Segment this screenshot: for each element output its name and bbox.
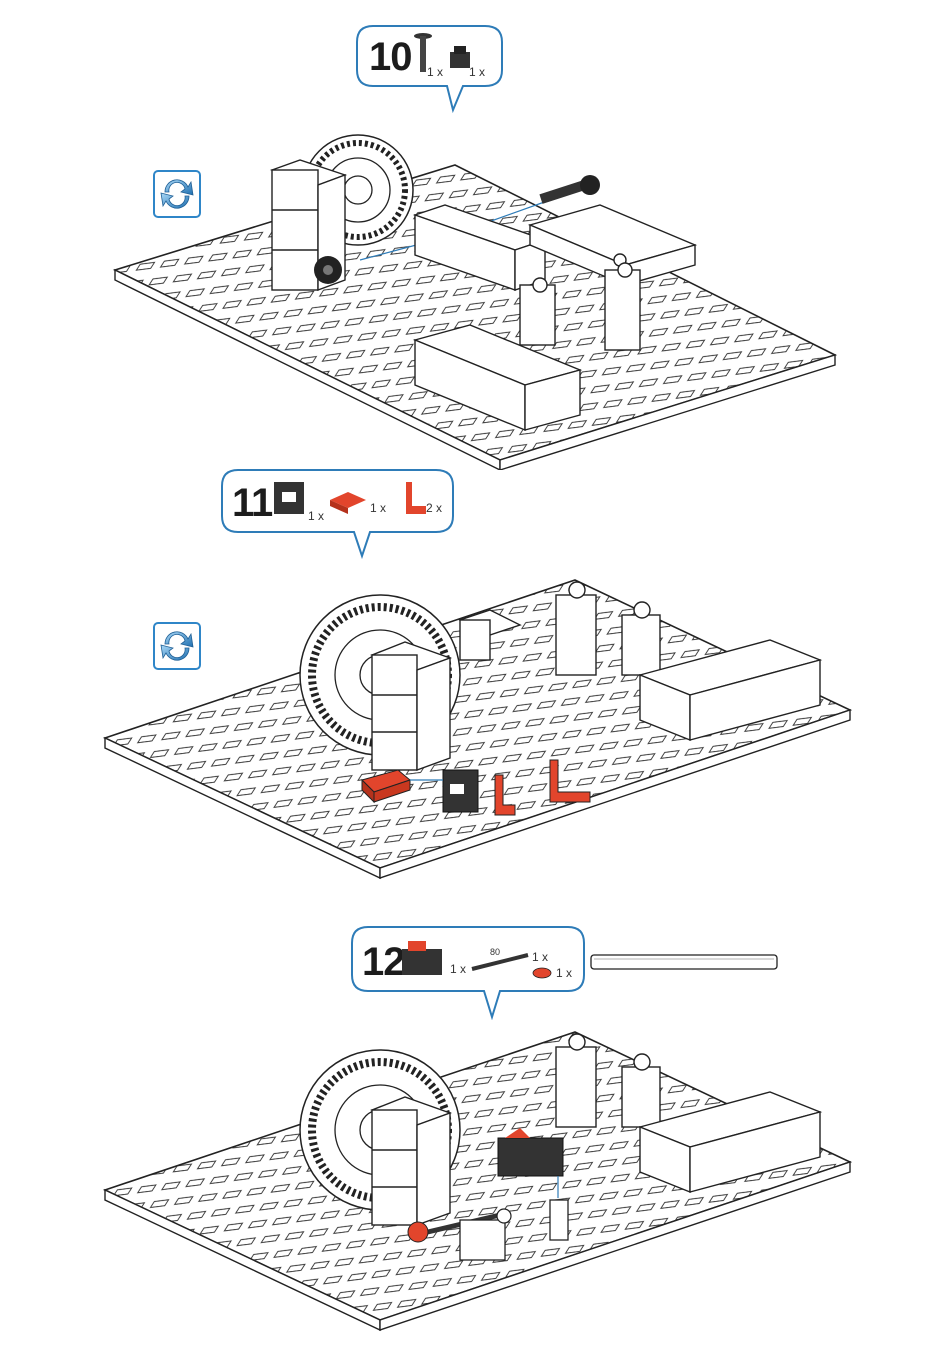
- base-plate: [115, 165, 835, 470]
- assembly-illustration: [0, 1020, 950, 1358]
- part-qty: 1 x: [308, 509, 324, 523]
- part-qty: 1 x: [469, 65, 485, 79]
- parts-callout: 10 1 x 1 x: [355, 24, 505, 114]
- part-qty: 1 x: [427, 65, 443, 79]
- part-qty: 1 x: [532, 950, 548, 964]
- small-gear-icon: [533, 968, 551, 978]
- step-11: 11 1 x 1 x 2 x: [0, 465, 950, 885]
- assembly-illustration: [0, 570, 950, 885]
- assembly-illustration: [0, 130, 950, 470]
- step-number: 12: [362, 940, 405, 984]
- part-qty: 1 x: [370, 501, 386, 515]
- part-qty: 1 x: [556, 966, 572, 980]
- small-gear: [314, 256, 342, 284]
- part-qty: 2 x: [426, 501, 442, 515]
- base-plate: [105, 1032, 850, 1330]
- building-block-tower: [372, 1097, 450, 1225]
- rod-length-label: 80: [490, 947, 500, 957]
- step-number: 10: [369, 35, 412, 79]
- part-qty: 1 x: [450, 962, 466, 976]
- parts-callout: 11 1 x 1 x 2 x: [220, 468, 456, 560]
- building-block-tower: [372, 642, 450, 770]
- parts-callout: 12 1 x 80 1 x 1 x: [350, 925, 590, 1020]
- black-block-icon: [274, 482, 304, 514]
- rod-length-gauge: [590, 952, 780, 972]
- step-12: 12 1 x 80 1 x 1 x: [0, 920, 950, 1358]
- step-10: 10 1 x 1 x: [0, 0, 950, 470]
- step-number: 11: [232, 481, 273, 525]
